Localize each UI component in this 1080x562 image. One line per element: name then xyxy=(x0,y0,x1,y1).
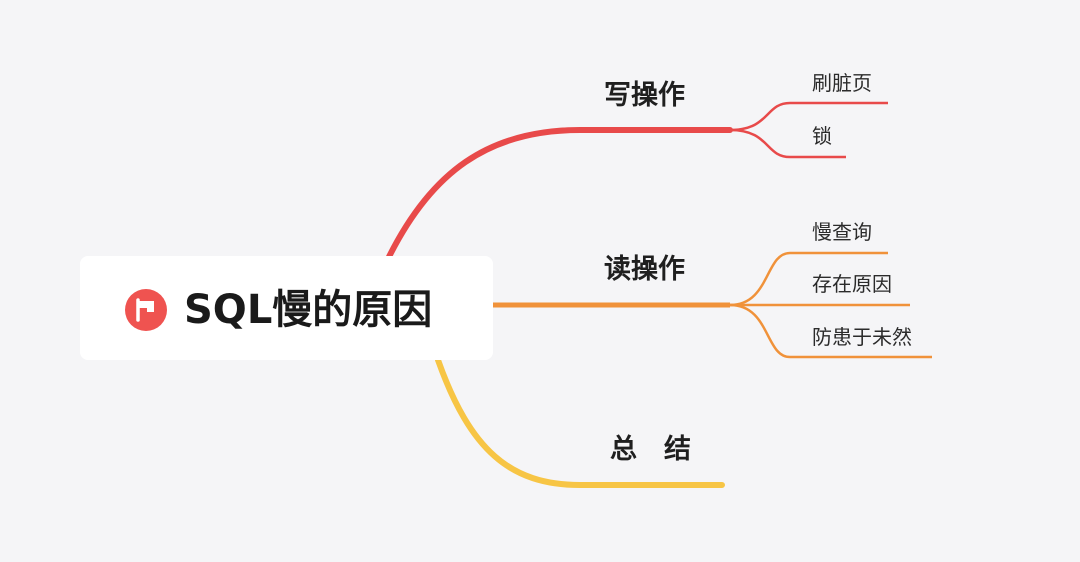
leaf-connector-write-2 xyxy=(729,128,846,159)
branch-label-write[interactable]: 写操作 xyxy=(604,80,685,111)
connector-write xyxy=(382,127,733,268)
leaf-label-lock[interactable]: 锁 xyxy=(812,124,832,148)
branch-label-summary[interactable]: 总 结 xyxy=(610,434,691,465)
branch-label-read[interactable]: 读操作 xyxy=(604,254,685,285)
connector-summary xyxy=(435,357,725,488)
leaf-connector-write-1 xyxy=(729,101,888,132)
leaf-connector-read-1 xyxy=(729,251,888,307)
leaf-label-prevention[interactable]: 防患于未然 xyxy=(812,325,912,349)
flag-icon xyxy=(125,289,167,331)
root-node-title: SQL慢的原因 xyxy=(184,287,433,333)
leaf-label-existing-causes[interactable]: 存在原因 xyxy=(812,272,892,296)
leaf-label-flush-dirty-page[interactable]: 刷脏页 xyxy=(812,71,872,95)
leaf-connector-read-3 xyxy=(729,303,932,359)
leaf-label-slow-query[interactable]: 慢查询 xyxy=(812,220,872,244)
